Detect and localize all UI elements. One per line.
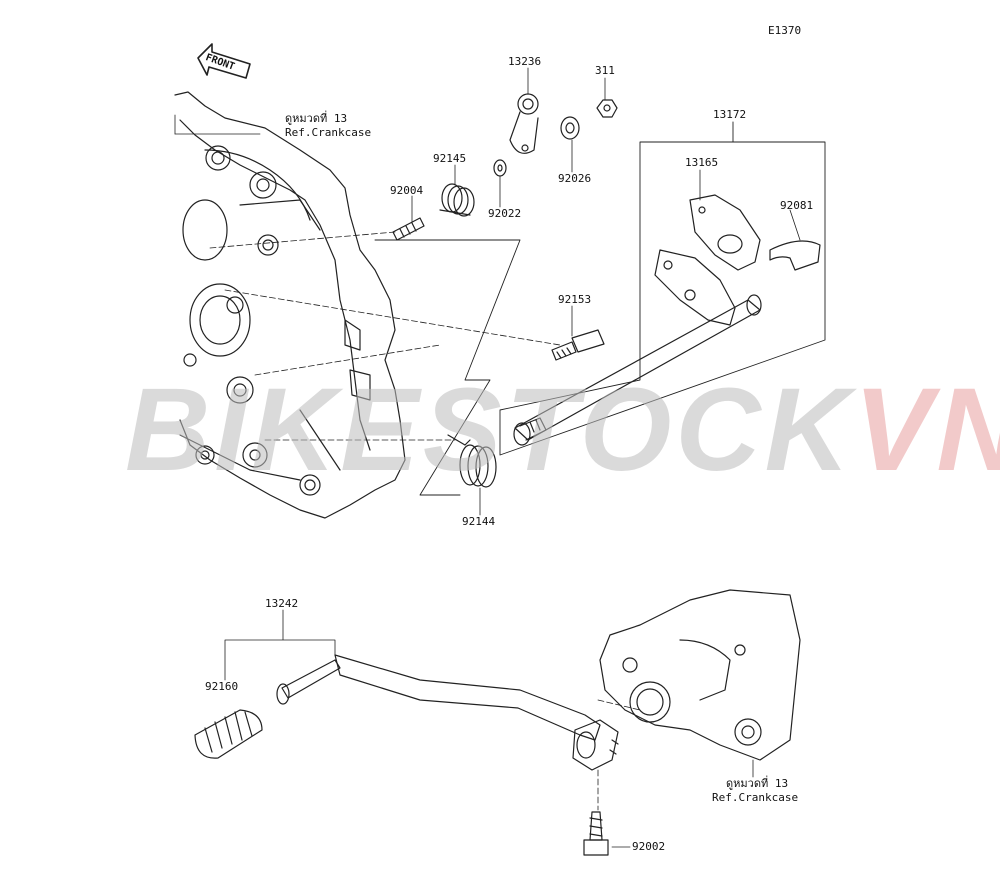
crankcase-ref-bottom: ดูหมวดที่ 13 Ref.Crankcase	[712, 777, 798, 805]
part-label-92004: 92004	[390, 184, 424, 197]
part-311-nut	[596, 99, 618, 118]
part-92002-bolt	[583, 811, 609, 856]
part-label-92081: 92081	[780, 199, 814, 212]
zigzag-outline	[374, 239, 521, 496]
part-13236-lever	[509, 93, 539, 154]
crankcase-ref-top-line2: Ref.Crankcase	[285, 126, 372, 139]
part-92022-washer	[493, 159, 507, 177]
part-92160-rubber	[194, 709, 263, 759]
crankcase-ref-bottom-line1: ดูหมวดที่ 13	[726, 777, 789, 790]
part-92145-spring	[439, 183, 475, 217]
part-label-13165: 13165	[685, 156, 719, 169]
part-label-13242: 13242	[265, 597, 299, 610]
crankcase-ref-top-line1: ดูหมวดที่ 13	[285, 112, 348, 125]
part-label-311: 311	[595, 64, 615, 77]
front-arrow-icon	[197, 43, 251, 79]
part-label-92022: 92022	[488, 207, 522, 220]
part-92144-spring	[447, 434, 497, 488]
crankcase-bottom-drawing	[599, 589, 801, 761]
alignment-lines-bottom	[597, 699, 641, 811]
part-label-13236: 13236	[508, 55, 542, 68]
part-92026-washer	[560, 116, 580, 140]
diagram-code: E1370	[768, 24, 802, 37]
part-92153-bolt	[551, 329, 605, 361]
part-13242-shift-pedal	[276, 654, 619, 771]
part-label-92160: 92160	[205, 680, 239, 693]
crankcase-top-drawing	[174, 91, 406, 519]
bracket-13172	[499, 121, 826, 456]
part-label-92002: 92002	[632, 840, 666, 853]
alignment-lines-top	[209, 231, 561, 441]
part-92081-clip	[769, 240, 821, 271]
leader-lines-top	[174, 67, 801, 516]
part-label-13172: 13172	[713, 108, 747, 121]
part-label-92026: 92026	[558, 172, 592, 185]
part-13172-shift-shaft	[513, 249, 762, 446]
part-13165-plate	[689, 194, 761, 271]
part-label-92145: 92145	[433, 152, 467, 165]
part-label-92144: 92144	[462, 515, 496, 528]
watermark: BIKESTOCKVN	[125, 364, 1000, 496]
part-label-92153: 92153	[558, 293, 592, 306]
crankcase-ref-top: ดูหมวดที่ 13 Ref.Crankcase	[285, 112, 371, 140]
crankcase-ref-bottom-line2: Ref.Crankcase	[712, 791, 799, 804]
part-92004-pin	[392, 217, 425, 241]
leader-lines-bottom	[224, 609, 754, 848]
